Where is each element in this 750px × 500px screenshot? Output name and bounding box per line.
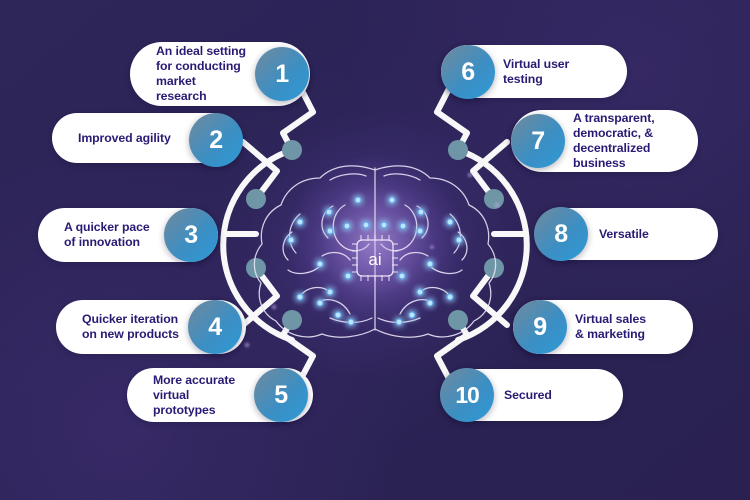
benefit-label-1: An ideal setting for conducting market r… — [156, 44, 246, 103]
brain-trace-r1 — [383, 173, 421, 181]
benefit-label-5: More accurate virtual prototypes — [153, 372, 236, 417]
brain-trace-l3 — [332, 204, 370, 252]
benefit-number-8[interactable]: 8 — [534, 207, 588, 261]
ring-node-7 — [484, 258, 504, 278]
brain-trace-l10 — [321, 251, 351, 261]
benefit-number-text-4: 4 — [208, 312, 222, 341]
brain-trace-r2 — [416, 205, 429, 239]
ai-chip-label: ai — [368, 250, 381, 269]
ring-arc-left — [220, 147, 295, 343]
ring-node-8 — [448, 310, 468, 330]
benefit-label-6: Virtual user testing — [503, 56, 570, 86]
benefit-number-7[interactable]: 7 — [511, 114, 565, 168]
ring-node-2 — [246, 189, 266, 209]
ambient-spark-group — [244, 172, 500, 348]
neural-node-group — [287, 196, 463, 326]
benefit-number-text-5: 5 — [274, 380, 288, 409]
benefit-number-1[interactable]: 1 — [255, 47, 309, 101]
ring-arc-right — [455, 147, 530, 343]
benefit-label-10: Secured — [504, 387, 552, 402]
benefit-number-text-8: 8 — [554, 219, 568, 248]
benefit-label-9: Virtual sales & marketing — [575, 312, 646, 341]
benefit-number-9[interactable]: 9 — [513, 300, 567, 354]
benefit-number-text-10: 10 — [455, 381, 479, 408]
brain-trace-l1 — [329, 173, 367, 181]
ring-node-3 — [246, 258, 266, 278]
brain-trace-r3 — [380, 204, 418, 252]
connector-7 — [470, 139, 510, 202]
ring-node-5 — [448, 140, 468, 160]
benefit-number-text-7: 7 — [531, 126, 545, 155]
brain-trace-r5 — [457, 231, 468, 261]
ai-chip-icon: ai — [352, 235, 398, 281]
ring-node-1 — [282, 140, 302, 160]
benefit-number-text-9: 9 — [533, 312, 547, 341]
benefit-number-2[interactable]: 2 — [189, 113, 243, 167]
connector-9 — [470, 265, 510, 328]
benefit-number-4[interactable]: 4 — [188, 300, 242, 354]
benefit-number-10[interactable]: 10 — [440, 368, 494, 422]
connector-4 — [240, 265, 280, 328]
benefit-number-5[interactable]: 5 — [254, 368, 308, 422]
benefit-number-text-6: 6 — [461, 57, 475, 86]
benefit-label-7: A transparent, democratic, & decentraliz… — [573, 111, 655, 170]
benefit-number-text-3: 3 — [184, 220, 198, 249]
benefit-label-2: Improved agility — [78, 130, 171, 145]
ring-node-4 — [282, 310, 302, 330]
brain-outline-right — [374, 165, 497, 338]
brain-trace-l6 — [287, 265, 321, 275]
benefit-number-6[interactable]: 6 — [441, 45, 495, 99]
benefit-label-3: A quicker pace of innovation — [64, 220, 150, 249]
brain-trace-l5 — [282, 231, 293, 261]
brain-trace-l2 — [321, 205, 334, 239]
benefit-number-text-2: 2 — [209, 125, 223, 154]
brain-trace-r10 — [399, 251, 429, 261]
connector-2 — [240, 139, 280, 202]
brain-outline-left — [253, 165, 376, 338]
benefit-number-text-1: 1 — [275, 59, 289, 88]
brain-trace-r6 — [429, 265, 463, 275]
benefit-label-8: Versatile — [599, 226, 649, 241]
benefit-number-3[interactable]: 3 — [164, 208, 218, 262]
benefit-label-4: Quicker iteration on new products — [82, 312, 179, 341]
